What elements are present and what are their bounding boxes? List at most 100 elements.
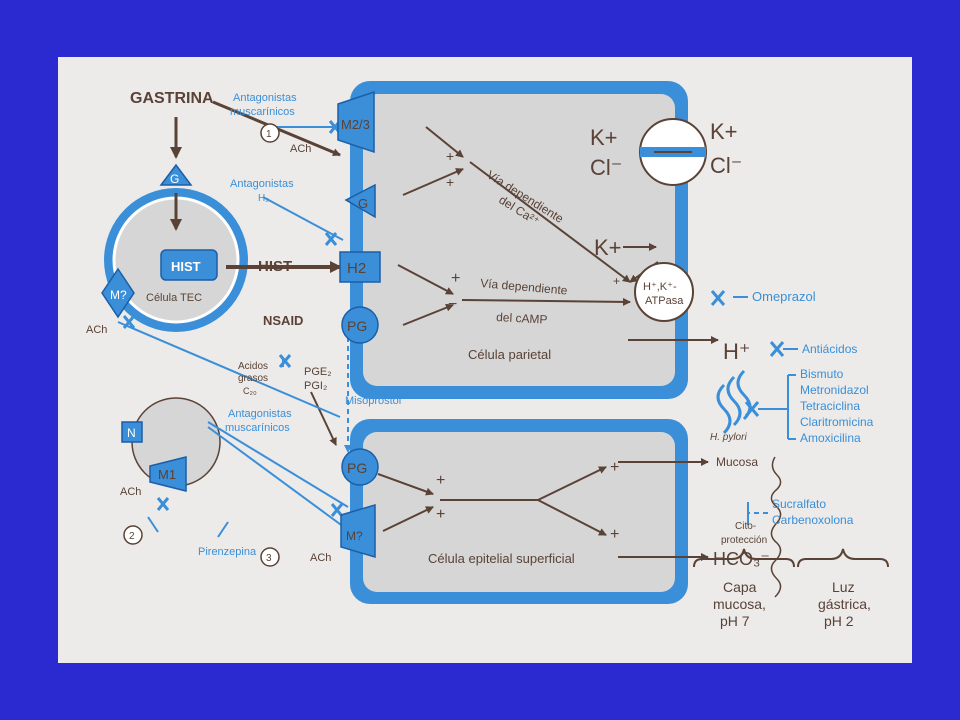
marker-1-label: 1: [266, 129, 272, 140]
cl-ion-label-1: Cl⁻: [590, 155, 622, 180]
parietal-cell-label: Célula parietal: [468, 347, 551, 362]
brace-capa: [693, 548, 795, 568]
h-ion-label: H⁺: [723, 339, 751, 364]
tec-g-label: G: [170, 172, 179, 186]
tec-g-receptor: [159, 163, 193, 186]
pge2-label: PGE₂: [304, 366, 332, 378]
fatty-acids-3: C₂₀: [243, 386, 257, 396]
hp-drug-claritromicina: Claritromicina: [800, 415, 874, 429]
tec-ach-label: ACh: [86, 324, 107, 336]
carbenoxolona-label: Carbenoxolona: [772, 513, 854, 527]
omeprazol-label: Omeprazol: [752, 289, 816, 304]
ach-label-1: ACh: [290, 143, 311, 155]
epithelial-m-label: M?: [346, 529, 363, 543]
pirenzepina-label: Pirenzepina: [198, 546, 257, 558]
antagonists-h2-2: H₂: [258, 193, 269, 204]
g-label: G: [358, 196, 368, 211]
tec-hist-granule: [160, 249, 218, 281]
pgi2-label: PGI₂: [304, 380, 327, 392]
gastrina-label: GASTRINA: [130, 90, 214, 107]
brace-luz: [797, 548, 889, 568]
minus-sign: −: [448, 296, 457, 313]
k-cl-exchanger: [639, 118, 707, 186]
marker-2-label: 2: [129, 531, 135, 542]
capa-label-1: Capa: [723, 579, 757, 595]
drug-action-dashed: [344, 337, 768, 525]
hp-drug-bismuto: Bismuto: [800, 367, 844, 381]
luz-label-3: pH 2: [824, 613, 854, 629]
hp-drug-tetraciclina: Tetraciclina: [800, 399, 860, 413]
capa-label-3: pH 7: [720, 613, 750, 629]
fatty-acids-1: Acidos: [238, 361, 268, 372]
plus-sign: +: [446, 174, 454, 190]
cytoprotection-2: protección: [721, 535, 767, 546]
antagonists-h2-1: Antagonistas: [230, 178, 294, 190]
receptor-m23: [337, 90, 375, 154]
stimulation-arrows: [170, 100, 719, 561]
tec-m-receptor: [101, 267, 135, 319]
epithelial-pg-label: PG: [347, 460, 367, 476]
plus-sign: +: [451, 270, 460, 287]
cytoprotection-1: Cito-: [735, 521, 756, 532]
plus-sign: +: [610, 526, 619, 543]
luz-label-1: Luz: [832, 579, 855, 595]
antiacidos-label: Antiácidos: [802, 342, 857, 356]
h2-label: H2: [347, 260, 366, 277]
antagonists-musc-top-2: muscarínicos: [230, 106, 295, 118]
cl-ion-label-2: Cl⁻: [710, 153, 742, 178]
ach-label-2: ACh: [120, 486, 141, 498]
plus-sign: +: [436, 472, 445, 489]
mucosa-label: Mucosa: [716, 455, 758, 469]
receptor-pg: [341, 306, 379, 344]
hp-drug-metronidazol: Metronidazol: [800, 383, 869, 397]
parietal-cell: [350, 81, 688, 399]
capa-label-2: mucosa,: [713, 596, 766, 612]
n-receptor: [121, 421, 143, 443]
k-ion-label-1: K+: [590, 125, 618, 150]
m1-receptor: [149, 456, 187, 492]
ach-label-3: ACh: [310, 552, 331, 564]
tec-cell-label: Célula TEC: [146, 292, 202, 304]
epithelial-pg-receptor: [341, 448, 379, 486]
plus-sign: +: [436, 506, 445, 523]
pg-label: PG: [347, 318, 367, 334]
marker-3-label: 3: [266, 553, 272, 564]
k-ion-label-2: K+: [710, 119, 738, 144]
antagonists-musc-mid-1: Antagonistas: [228, 408, 292, 420]
m1-label: M1: [158, 467, 176, 482]
plus-sign: +: [613, 274, 620, 288]
luz-label-2: gástrica,: [818, 596, 871, 612]
k-ion-label-3: K+: [594, 235, 622, 260]
diagram-page: GASTRINA Antagonistas muscarínicos 1 ACh…: [58, 57, 912, 663]
pump-label-1: H⁺,K⁺-: [643, 281, 677, 293]
n-label: N: [127, 426, 136, 440]
receptor-g: [344, 183, 376, 219]
nsaid-label: NSAID: [263, 313, 303, 328]
proton-pump: [634, 262, 694, 322]
h-pylori-icon: [716, 369, 752, 435]
marker-3: [260, 547, 280, 567]
receptor-h2: [339, 251, 381, 283]
antagonists-musc-top-1: Antagonistas: [233, 92, 297, 104]
plus-sign: +: [610, 459, 619, 476]
drug-lines: [117, 126, 798, 538]
antagonists-musc-mid-2: muscarínicos: [225, 422, 290, 434]
pump-label-2: ATPasa: [645, 295, 684, 307]
tec-hist-label: HIST: [171, 259, 201, 274]
epithelial-m-receptor: [340, 503, 376, 559]
camp-pathway-label-2: del cAMP: [496, 310, 548, 327]
gastric-acid-diagram: GASTRINA Antagonistas muscarínicos 1 ACh…: [86, 81, 889, 629]
hist-output-label: HIST: [258, 258, 292, 275]
h-pylori-label: H. pylori: [710, 432, 747, 443]
sucralfato-label: Sucralfato: [772, 497, 826, 511]
hco3-label: HCO₃⁻: [713, 549, 770, 569]
fatty-acids-2: grasos: [238, 373, 268, 384]
tec-m-label: M?: [110, 288, 127, 302]
hp-drug-amoxicilina: Amoxicilina: [800, 431, 861, 445]
epithelial-cell: [350, 419, 688, 604]
marker-1: [260, 123, 280, 143]
plus-sign: +: [446, 148, 454, 164]
epithelial-cell-label: Célula epitelial superficial: [428, 551, 575, 566]
block-x-marks: [122, 120, 785, 517]
m23-label: M2/3: [341, 117, 370, 132]
